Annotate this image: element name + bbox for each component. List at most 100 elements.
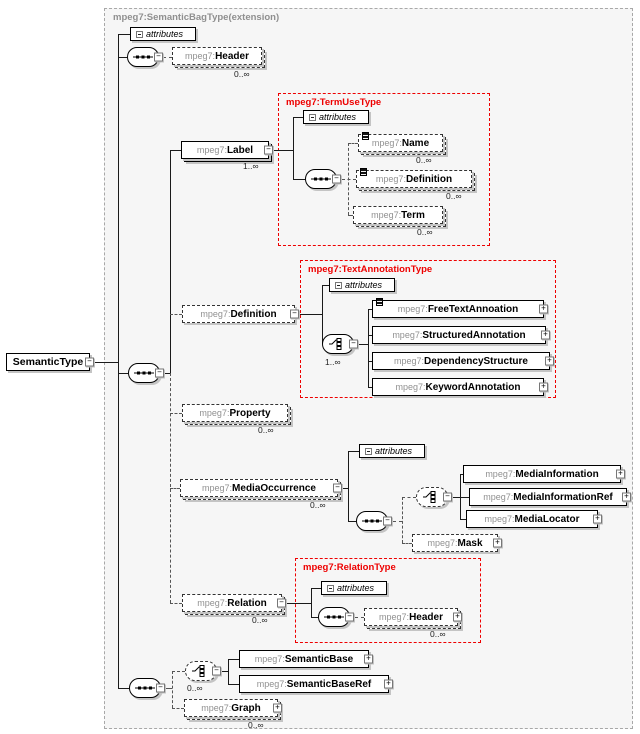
collapse-icon: [309, 113, 316, 121]
expand-handle[interactable]: [616, 469, 625, 479]
sequence-icon: [362, 519, 382, 523]
element-label[interactable]: mpeg7:Label: [181, 141, 273, 162]
expand-handle[interactable]: [273, 703, 282, 713]
connector-line: [368, 387, 372, 388]
element-semanticbase[interactable]: mpeg7:SemanticBase: [239, 650, 373, 668]
expand-handle[interactable]: [539, 304, 548, 314]
attributes-box[interactable]: attributes: [329, 278, 395, 292]
collapse-handle[interactable]: [333, 483, 342, 493]
sequence-compositor[interactable]: [127, 47, 163, 67]
element-name: SemanticBase: [284, 653, 354, 665]
sequence-icon: [134, 371, 154, 375]
element-mediaoccurrence[interactable]: mpeg7:MediaOccurrence: [180, 479, 342, 500]
connector-line: [170, 150, 171, 373]
attributes-label: attributes: [337, 583, 375, 593]
element-prefix: mpeg7:: [185, 51, 216, 61]
element-header-relation[interactable]: mpeg7:Header: [364, 608, 462, 629]
connector-line: [453, 497, 460, 498]
connector-line: [460, 519, 466, 520]
collapse-handle[interactable]: [349, 339, 358, 349]
collapse-handle[interactable]: [443, 492, 452, 502]
connector-line: [228, 659, 239, 660]
expand-handle[interactable]: [384, 679, 393, 689]
expand-handle[interactable]: [593, 514, 602, 524]
connector-line: [402, 497, 416, 498]
element-header[interactable]: mpeg7:Header: [172, 47, 265, 68]
expand-handle[interactable]: [622, 492, 631, 502]
occurrence-label: 0..∞: [430, 629, 446, 639]
collapse-handle[interactable]: [290, 309, 299, 319]
attributes-box[interactable]: attributes: [359, 444, 425, 458]
collapse-handle[interactable]: [345, 612, 354, 622]
attributes-label: attributes: [146, 29, 184, 39]
collapse-handle[interactable]: [383, 516, 392, 526]
element-prefix: mpeg7:: [371, 138, 402, 148]
collapse-handle[interactable]: [264, 145, 273, 155]
connector-line: [300, 314, 322, 315]
element-semanticbaseref[interactable]: mpeg7:SemanticBaseRef: [239, 675, 393, 693]
element-semantictype[interactable]: SemanticType: [6, 353, 94, 371]
attributes-box[interactable]: attributes: [303, 110, 369, 124]
choice-compositor[interactable]: [322, 334, 358, 354]
element-mediainformationref[interactable]: mpeg7:MediaInformationRef: [469, 488, 631, 506]
sequence-icon: [311, 177, 331, 181]
element-definition-termuse[interactable]: mpeg7:Definition: [356, 168, 475, 191]
collapse-handle[interactable]: [212, 666, 221, 676]
element-name: SemanticBaseRef: [286, 678, 372, 690]
connector-line: [343, 488, 348, 489]
sequence-compositor[interactable]: [305, 169, 341, 189]
element-name: KeywordAnnotation: [425, 381, 521, 393]
connector-line: [460, 497, 469, 498]
connector-line: [311, 588, 321, 589]
termusetype-title: mpeg7:TermUseType: [286, 97, 382, 108]
element-mediainformation[interactable]: mpeg7:MediaInformation: [463, 465, 625, 483]
sequence-compositor[interactable]: [129, 678, 165, 698]
element-prefix: mpeg7:: [397, 304, 428, 314]
attributes-box[interactable]: attributes: [130, 27, 196, 41]
element-mask[interactable]: mpeg7:Mask: [412, 534, 502, 552]
element-name: MediaInformationRef: [513, 491, 613, 503]
element-prefix: mpeg7:: [201, 703, 232, 713]
element-freetextannotation[interactable]: mpeg7:FreeTextAnnoation: [372, 298, 548, 318]
element-keywordannotation[interactable]: mpeg7:KeywordAnnotation: [372, 378, 548, 396]
element-property[interactable]: mpeg7:Property: [182, 404, 291, 425]
collapse-handle[interactable]: [156, 683, 165, 693]
choice-icon: [192, 665, 205, 677]
connector-line: [311, 617, 318, 618]
element-prefix: mpeg7:: [427, 538, 458, 548]
element-definition[interactable]: mpeg7:Definition: [182, 305, 299, 323]
element-dependencystructure[interactable]: mpeg7:DependencyStructure: [372, 352, 554, 370]
element-name-termuse[interactable]: mpeg7:Name: [358, 132, 446, 155]
collapse-handle[interactable]: [332, 174, 341, 184]
attributes-box[interactable]: attributes: [321, 581, 387, 595]
collapse-handle[interactable]: [277, 598, 286, 608]
expand-handle[interactable]: [545, 356, 554, 366]
expand-handle[interactable]: [541, 330, 550, 340]
sequence-compositor[interactable]: [356, 511, 392, 531]
element-prefix: mpeg7:: [485, 469, 516, 479]
collapse-handle[interactable]: [155, 368, 164, 378]
sequence-compositor[interactable]: [128, 363, 164, 383]
connector-line: [368, 335, 372, 336]
element-name: MediaInformation: [515, 468, 599, 480]
element-structuredannotation[interactable]: mpeg7:StructuredAnnotation: [372, 326, 550, 344]
element-prefix: mpeg7:: [394, 356, 425, 366]
choice-icon: [423, 491, 436, 503]
element-name: Property: [229, 407, 271, 419]
attributes-label: attributes: [345, 280, 383, 290]
connector-line: [228, 659, 229, 684]
choice-compositor[interactable]: [185, 661, 221, 681]
sequence-compositor[interactable]: [318, 607, 354, 627]
element-relation[interactable]: mpeg7:Relation: [182, 594, 286, 615]
element-medialocator[interactable]: mpeg7:MediaLocator: [466, 510, 602, 528]
expand-handle[interactable]: [539, 382, 548, 392]
element-prefix: mpeg7:: [196, 145, 227, 155]
element-graph[interactable]: mpeg7:Graph: [184, 699, 282, 720]
expand-handle[interactable]: [453, 612, 462, 622]
choice-compositor[interactable]: [416, 487, 452, 507]
element-term[interactable]: mpeg7:Term: [353, 206, 446, 227]
collapse-handle[interactable]: [154, 52, 163, 62]
collapse-handle[interactable]: [85, 357, 94, 367]
expand-handle[interactable]: [364, 654, 373, 664]
expand-handle[interactable]: [493, 538, 502, 548]
